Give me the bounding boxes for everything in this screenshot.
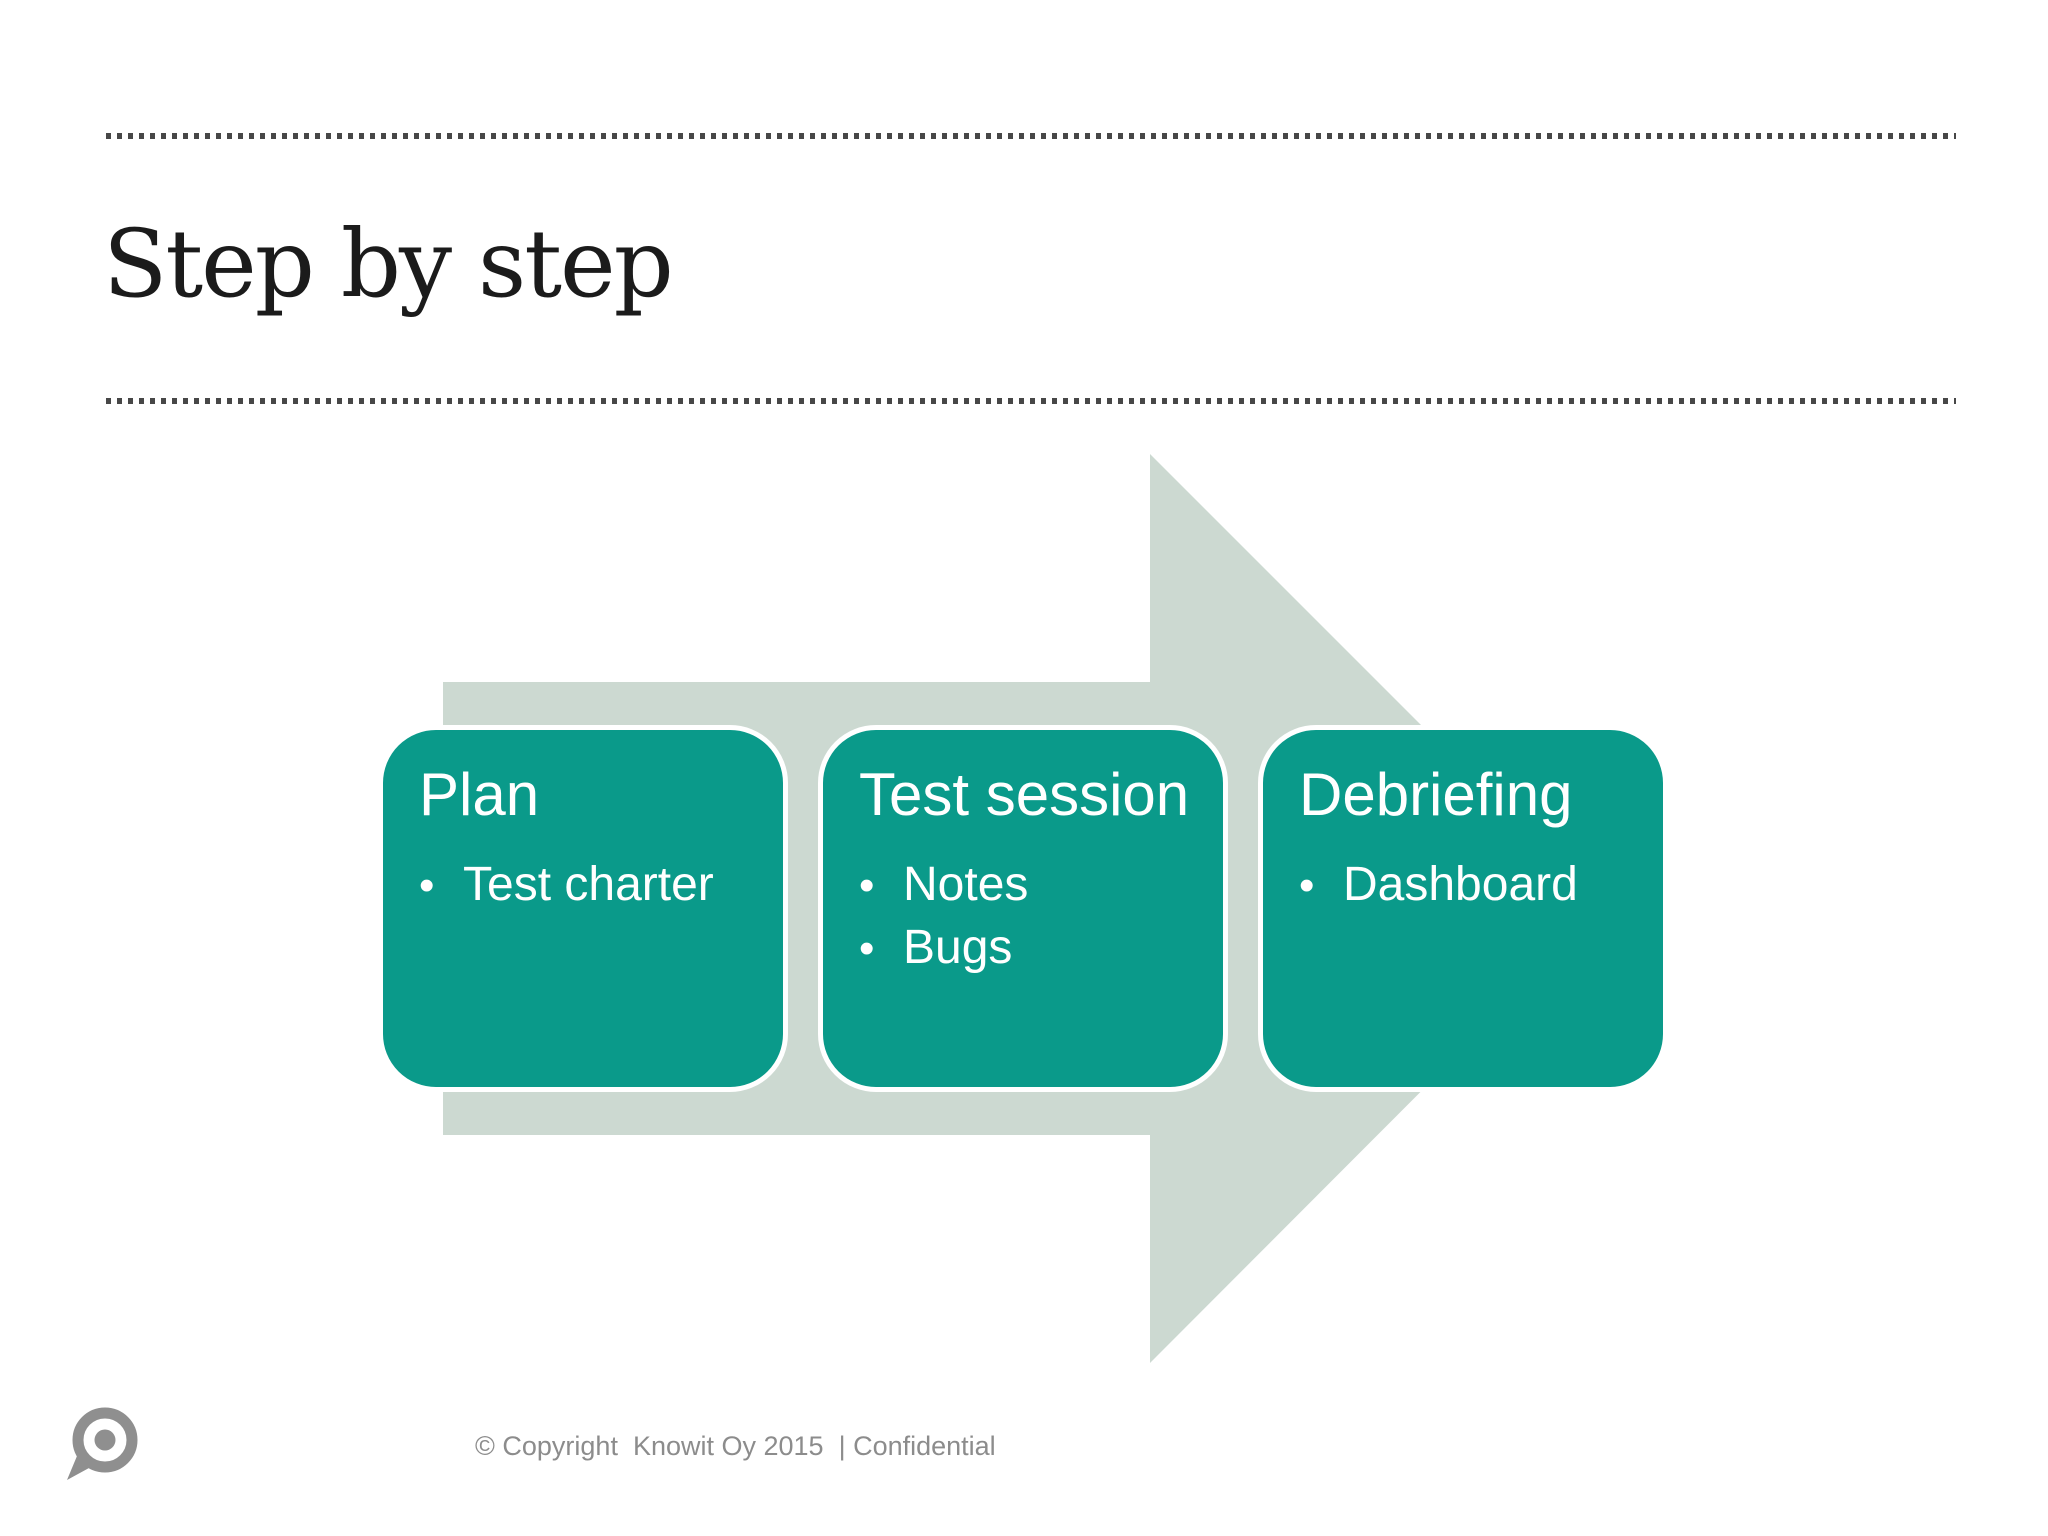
slide-title: Step by step [103,210,674,319]
step-bullets: • Test charter [419,854,755,917]
step-bullets: • Dashboard [1299,854,1635,917]
step-heading: Debriefing [1299,761,1573,828]
step-box-test-session: Test session • Notes • Bugs [818,725,1228,1092]
step-box-plan: Plan • Test charter [378,725,788,1092]
bullet-marker: • [859,861,875,910]
dotted-divider-bottom [106,398,1956,404]
logo-ring [72,1407,138,1473]
bullet-text: Notes [903,858,1029,911]
bullet-text: Test charter [463,858,714,911]
dotted-divider-top [106,133,1956,139]
footer-text: © Copyright Knowit Oy 2015 | Confidentia… [475,1431,996,1461]
step-bullets: • Notes • Bugs [859,854,1195,980]
bullet-marker: • [1299,861,1315,910]
logo-dot [94,1429,116,1451]
bullet-item: • Notes [859,854,1195,917]
bullet-text: Dashboard [1343,858,1578,911]
bullet-item: • Test charter [419,854,755,917]
bullet-item: • Bugs [859,917,1195,980]
step-heading: Test session [859,761,1190,828]
bullet-marker: • [859,924,875,973]
bullet-text: Bugs [903,921,1013,974]
logo-tail [67,1456,89,1480]
knowit-logo-icon [67,1407,138,1480]
bullet-item: • Dashboard [1299,854,1635,917]
bullet-marker: • [419,861,435,910]
step-heading: Plan [419,761,540,828]
step-box-debriefing: Debriefing • Dashboard [1258,725,1668,1092]
